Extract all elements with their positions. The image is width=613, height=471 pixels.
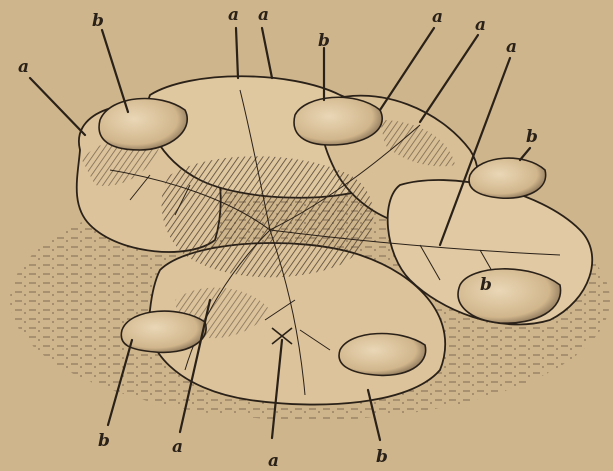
label-a-bottom-2: a bbox=[268, 451, 279, 471]
tuber-right-edge bbox=[469, 158, 546, 198]
label-b-top-left: b bbox=[92, 11, 104, 31]
label-a-left: a bbox=[18, 57, 29, 77]
label-a-top-right: a bbox=[432, 7, 443, 27]
label-a-top-right-2: a bbox=[475, 15, 486, 35]
label-b-right-edge: b bbox=[526, 127, 538, 147]
label-b-bottom-right: b bbox=[376, 447, 388, 467]
label-b-top-center: b bbox=[318, 31, 330, 51]
tuber-bottom-right bbox=[339, 334, 426, 376]
label-a-right: a bbox=[506, 37, 517, 57]
tuber-bottom-left bbox=[121, 311, 206, 352]
label-a-top-2: a bbox=[258, 5, 269, 25]
label-a-bottom-1: a bbox=[172, 437, 183, 457]
label-a-top-1: a bbox=[228, 5, 239, 25]
label-b-bottom-left: b bbox=[98, 431, 110, 451]
label-b-right-tuber: b bbox=[480, 275, 492, 295]
